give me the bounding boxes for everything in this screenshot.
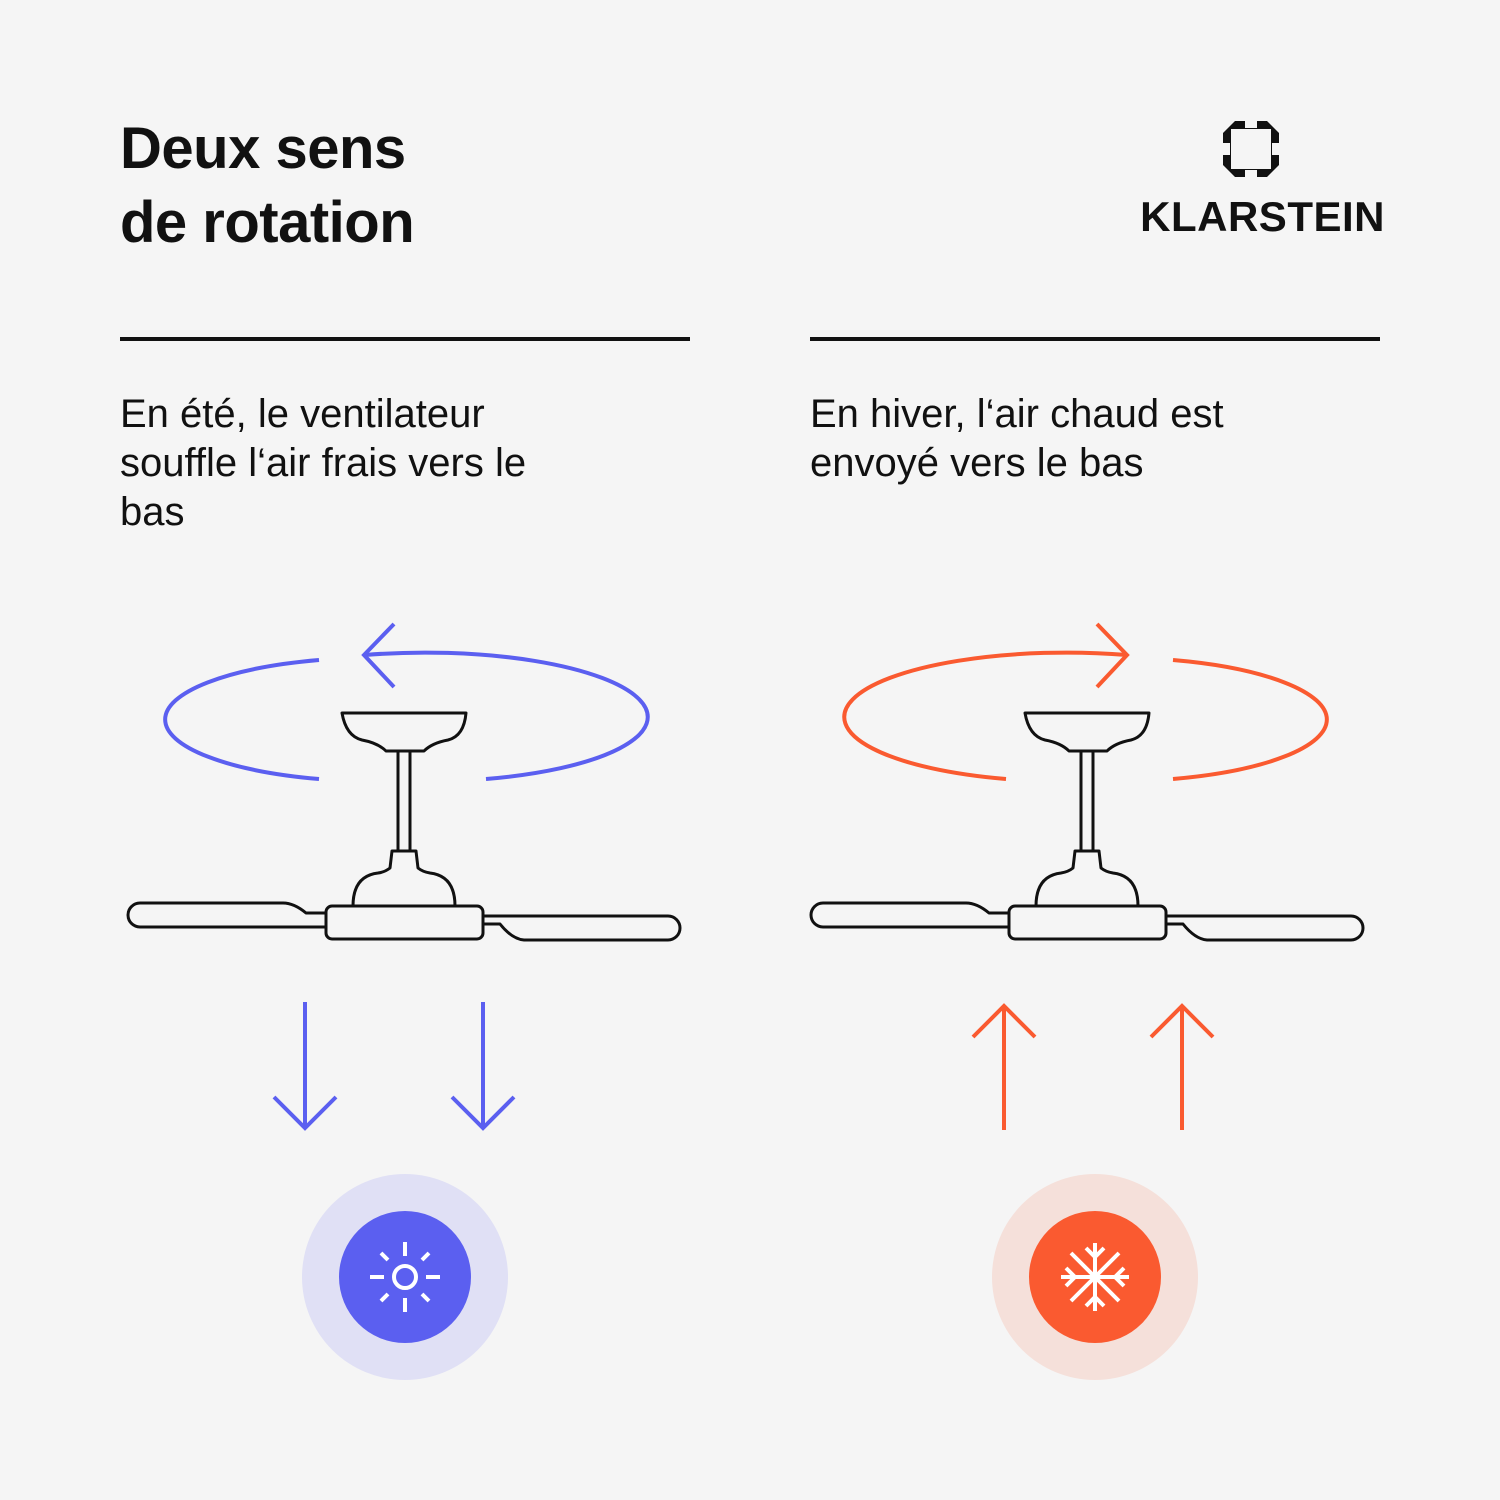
title-line-2: de rotation [120, 190, 415, 255]
summer-description: En été, le ventilateur souffle l‘air fra… [120, 392, 527, 534]
winter-badge [992, 1174, 1198, 1380]
summer-fan [126, 711, 682, 942]
summer-rotation-arrow [163, 622, 650, 781]
winter-rotation-arrow [842, 622, 1329, 781]
winter-fan [809, 711, 1365, 942]
winter-airflow-arrows [971, 1003, 1215, 1130]
snowflake-icon [1061, 1243, 1129, 1311]
page-title: Deux sens de rotation [120, 112, 415, 260]
summer-badge [302, 1174, 508, 1380]
brand-name: KLARSTEIN [1140, 193, 1385, 240]
divider-winter [810, 337, 1380, 341]
sun-icon [370, 1242, 440, 1312]
divider-summer [120, 337, 690, 341]
summer-diagram [126, 622, 682, 1380]
winter-diagram [809, 622, 1365, 1380]
fan-diagrams [126, 622, 1365, 1380]
title-line-1: Deux sens [120, 116, 406, 181]
winter-description: En hiver, l‘air chaud est envoyé vers le… [810, 392, 1224, 485]
summer-airflow-arrows [272, 1002, 516, 1131]
klarstein-logo-icon [1220, 118, 1282, 180]
